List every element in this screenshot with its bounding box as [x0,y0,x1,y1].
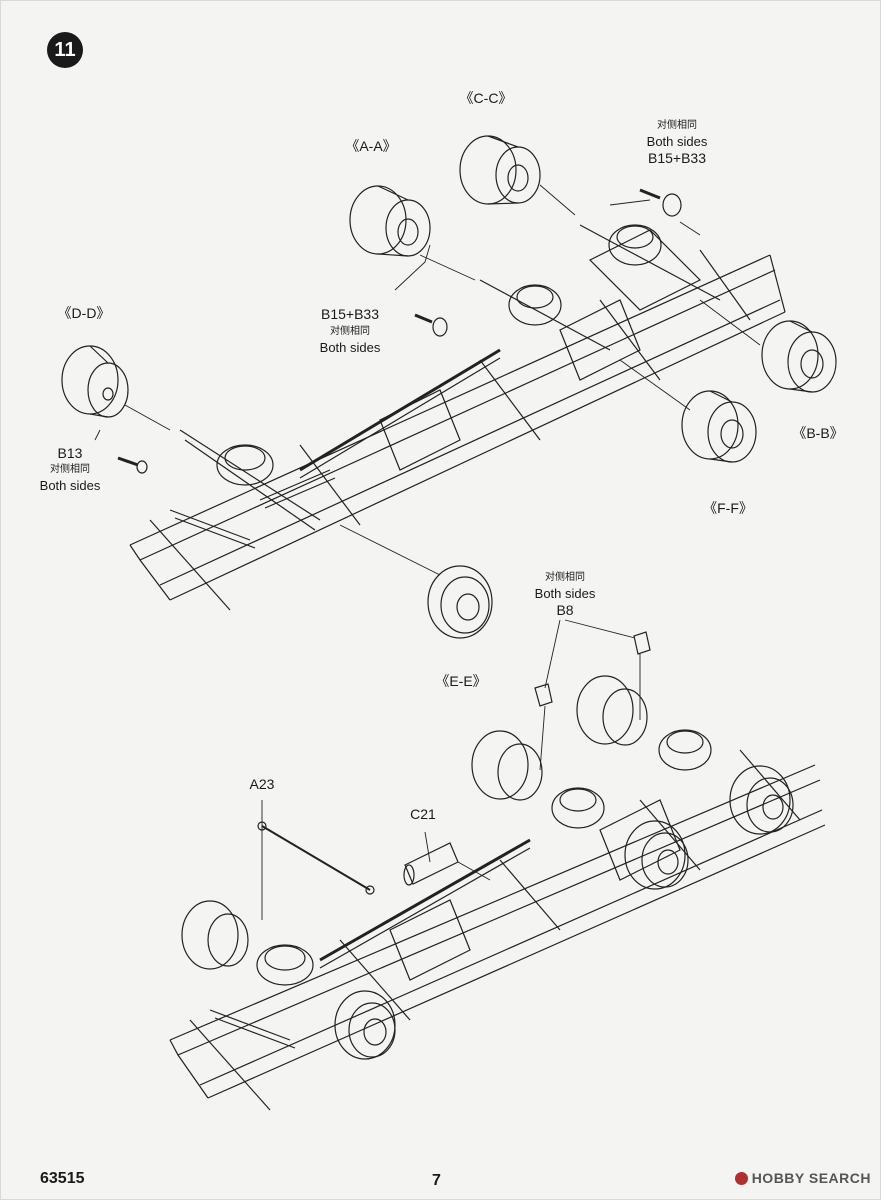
wheel-bb [761,320,837,393]
lower-equipment-boxes [389,799,681,981]
lower-wheel-rear-3 [624,820,689,890]
lower-leader-lines [261,619,641,920]
lower-wheel-rear-2 [576,675,648,746]
kit-number: 63515 [40,1170,85,1187]
part-b13 [117,456,148,474]
wheel-dd [61,345,129,418]
b8-part: B8 [556,602,574,618]
b15-mid-cn: 对侧相同 [330,326,370,337]
upper-leader-lines [94,184,761,576]
b8-cn: 对侧相同 [545,572,585,583]
page-number: 7 [432,1172,441,1189]
lower-wheel-rear-1 [471,730,543,801]
lower-rear-differentials [551,729,712,829]
b13-cn: 对侧相同 [50,464,90,475]
lower-front-differential [256,944,314,986]
front-differential [179,429,321,531]
part-c21 [403,842,459,886]
b15-mid-part: B15+B33 [321,306,379,322]
front-leaf-spring [169,469,336,549]
b8-en: Both sides [534,586,596,601]
part-b8 [534,631,651,707]
lower-wheel-front-right [334,990,396,1060]
lower-wheel-front-left [181,900,249,970]
b13-part: B13 [57,445,83,461]
label-bb: 《B-B》 [792,425,844,441]
label-ee: 《E-E》 [435,673,487,689]
lower-frame-rails [169,764,826,1099]
lower-wheel-rear-4 [729,765,794,835]
label-dd: 《D-D》 [57,305,111,321]
b15-top-en: Both sides [646,134,708,149]
label-aa: 《A-A》 [345,138,397,154]
b15-mid-en: Both sides [319,340,381,355]
upper-frame-rails [129,254,786,601]
lower-cross-members [189,749,801,1111]
upper-cross-members [149,249,751,611]
c21-part: C21 [410,806,436,822]
part-a23 [257,821,375,895]
label-cc: 《C-C》 [459,90,513,106]
wheel-ff [681,390,757,463]
part-b15-top [639,188,682,217]
watermark: HOBBY SEARCH [734,1170,871,1186]
wheel-cc [459,135,541,205]
watermark-text: HOBBY SEARCH [751,1170,871,1186]
wheel-aa [349,185,431,257]
upper-equipment-boxes [379,229,702,471]
label-ff: 《F-F》 [703,500,753,516]
rear-differentials [479,224,721,351]
part-b15-mid [414,313,448,337]
b15-top-cn: 对侧相同 [657,120,697,131]
a23-part: A23 [249,776,275,792]
b15-top-part: B15+B33 [648,150,706,166]
b13-en: Both sides [39,478,101,493]
lower-leaf-spring [209,1009,296,1049]
watermark-logo-icon [734,1171,748,1185]
wheel-ee [427,565,493,639]
step-number-badge: 11 [47,32,83,68]
